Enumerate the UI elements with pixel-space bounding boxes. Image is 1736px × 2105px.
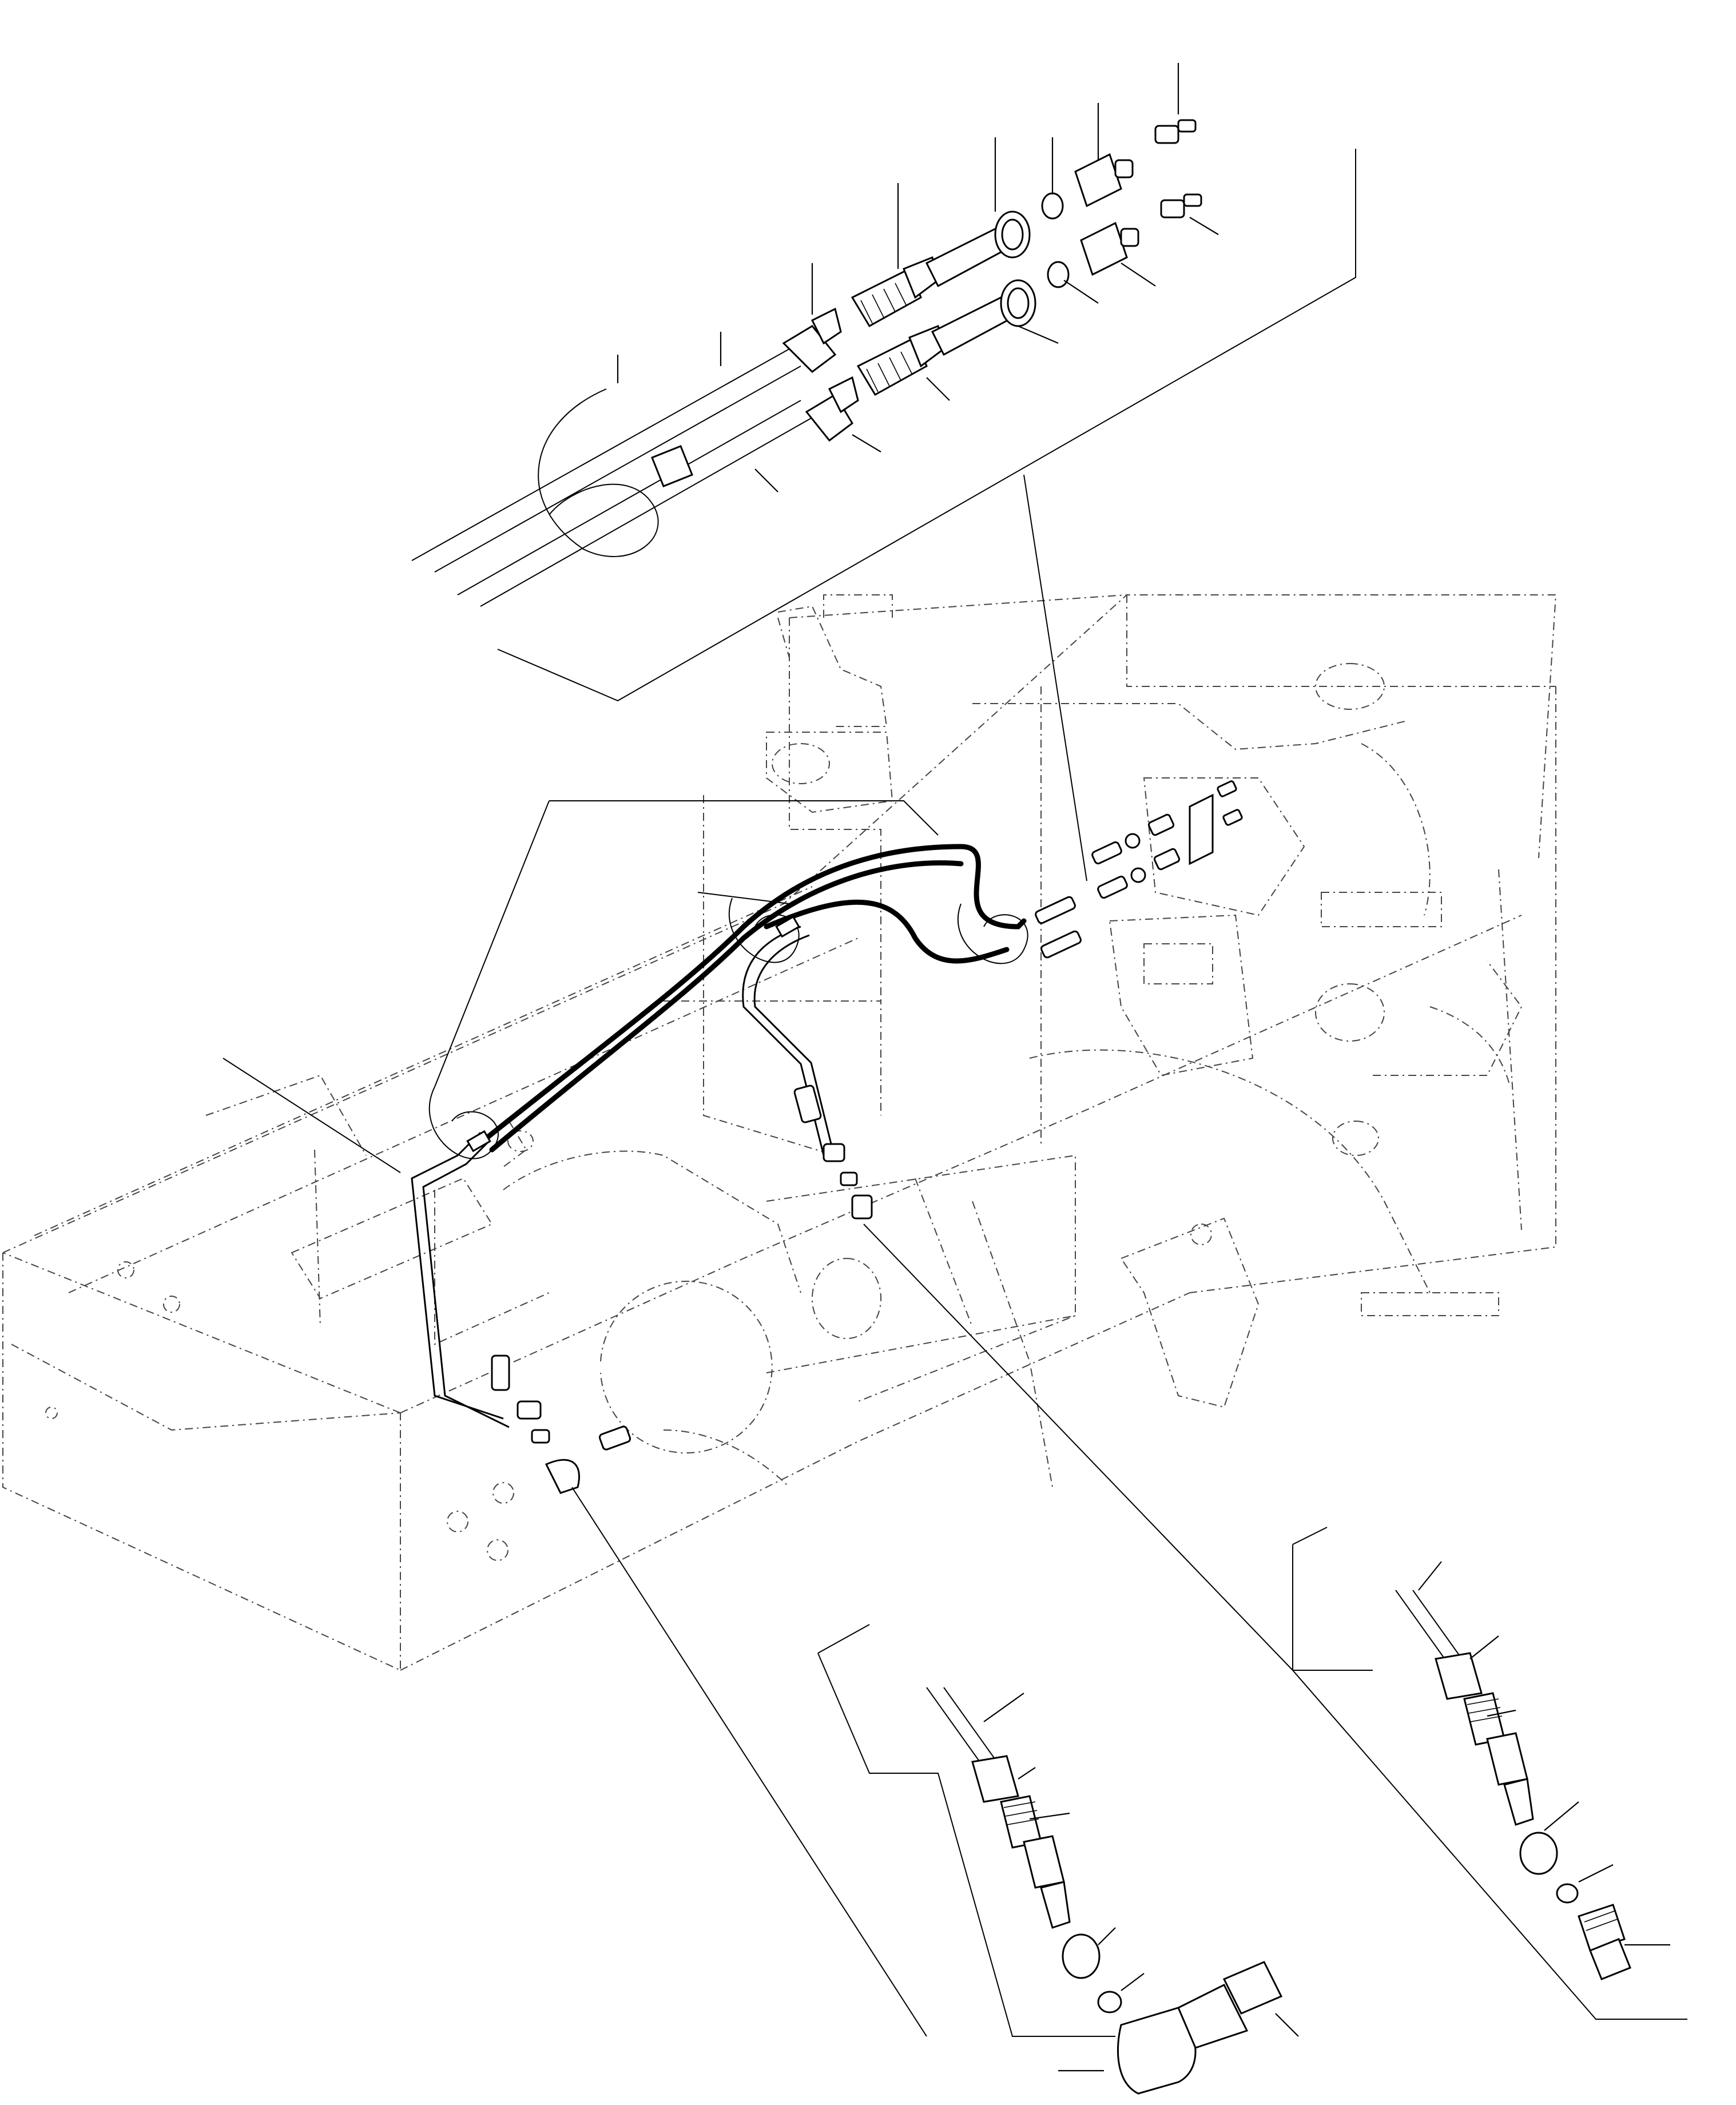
main-left-fittings — [491, 1355, 631, 1494]
threaded-end-lower — [856, 290, 1019, 396]
threaded-end-upper — [851, 221, 1014, 328]
upper-hose-fittings-detail — [411, 63, 1356, 702]
main-middle-fittings — [793, 1085, 873, 1220]
view-reference-lines — [223, 474, 1373, 2037]
hose-assembly-main — [411, 844, 1028, 1428]
lower-left-elbow-fitting-detail — [817, 1624, 1299, 2095]
machine-frame-phantom — [2, 594, 1557, 1671]
main-right-fittings — [1035, 780, 1243, 959]
lower-right-straight-fitting-detail — [1292, 1527, 1687, 2020]
